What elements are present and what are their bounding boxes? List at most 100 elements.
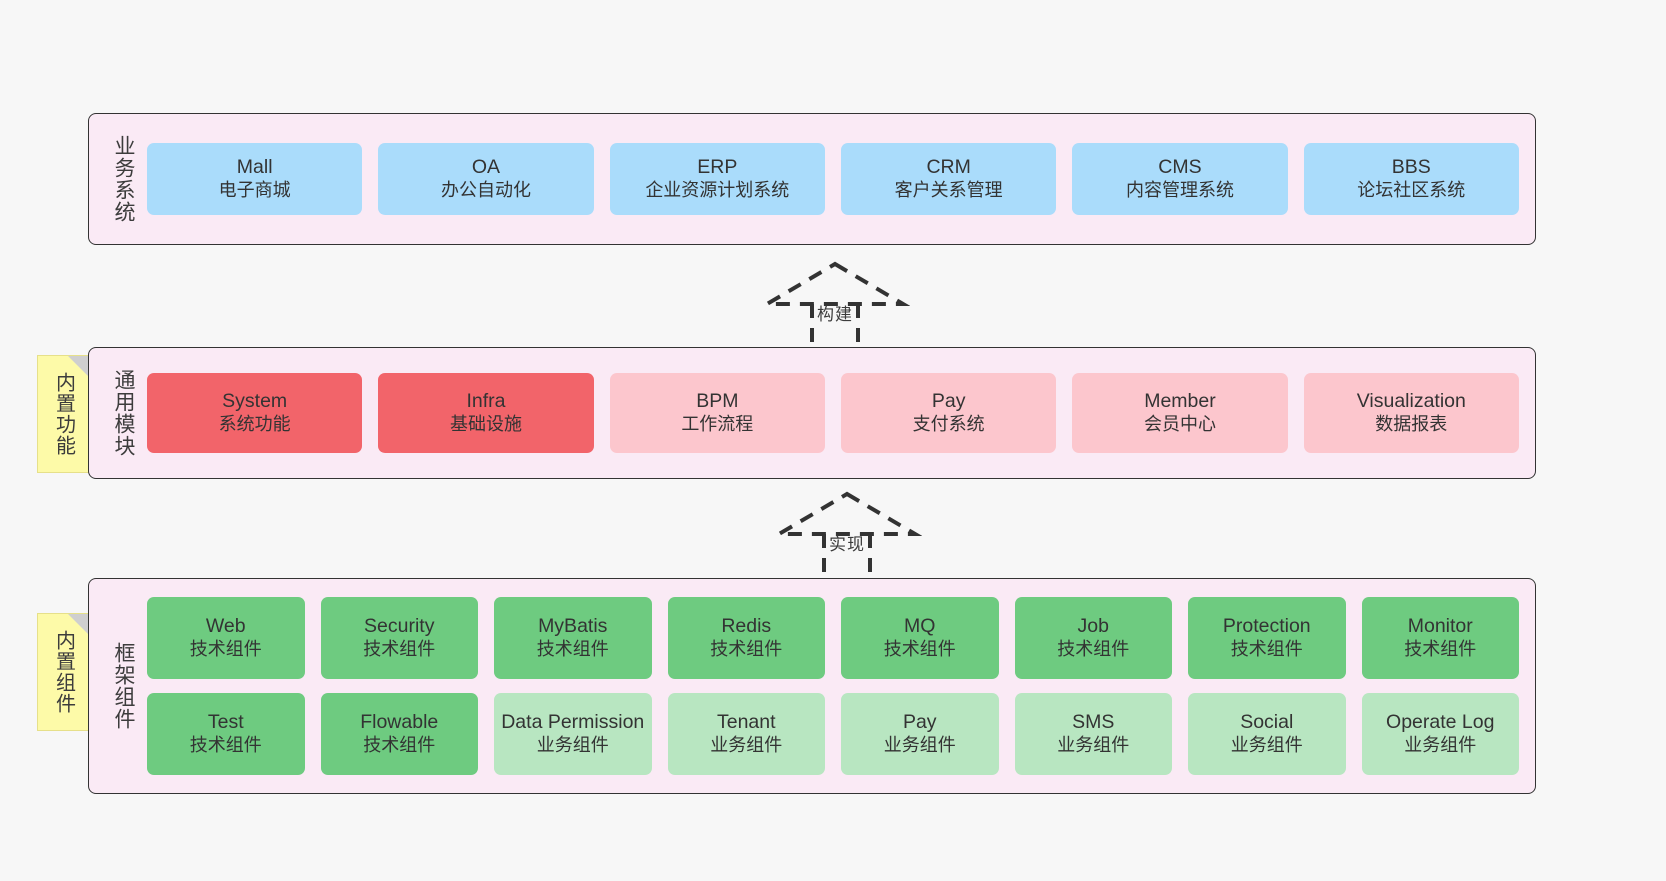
cell-title: SMS xyxy=(1072,711,1115,734)
cell-title: Mall xyxy=(236,156,273,179)
cell-title: Test xyxy=(207,711,244,734)
note-builtin-components: 内置组件 xyxy=(37,613,89,731)
common-cell-system[interactable]: System 系统功能 xyxy=(147,373,363,453)
cell-subtitle: 系统功能 xyxy=(218,414,291,435)
common-cell-bpm[interactable]: BPM 工作流程 xyxy=(609,373,825,453)
business-cell-cms[interactable]: CMS 内容管理系统 xyxy=(1072,143,1288,215)
cell-title: Infra xyxy=(466,390,506,413)
framework-cell-tenant[interactable]: Tenant 业务组件 xyxy=(667,693,825,775)
cell-title: Tenant xyxy=(716,711,776,734)
business-systems-cell-list: Mall 电子商城 OA 办公自动化 ERP 企业资源计划系统 CRM 客户关系… xyxy=(145,143,1521,215)
cell-subtitle: 办公自动化 xyxy=(440,180,531,201)
layer-common-modules: 通用模块 System 系统功能 Infra 基础设施 BPM 工作流程 Pay… xyxy=(88,347,1536,479)
note-builtin-functions: 内置功能 xyxy=(37,355,89,473)
arrow-implement-label: 实现 xyxy=(829,535,865,554)
note-builtin-components-label: 内置组件 xyxy=(52,630,75,714)
cell-subtitle: 技术组件 xyxy=(189,639,262,660)
layer-business-systems: 业务系统 Mall 电子商城 OA 办公自动化 ERP 企业资源计划系统 CRM… xyxy=(88,113,1536,245)
framework-cell-monitor[interactable]: Monitor 技术组件 xyxy=(1361,597,1519,679)
arrow-build: 构建 xyxy=(760,260,910,352)
cell-title: Operate Log xyxy=(1386,711,1495,734)
cell-subtitle: 技术组件 xyxy=(710,639,783,660)
framework-row-tech: Web 技术组件 Security 技术组件 MyBatis 技术组件 Redi… xyxy=(147,597,1519,679)
cell-subtitle: 会员中心 xyxy=(1143,414,1216,435)
cell-title: Web xyxy=(205,615,246,638)
framework-cell-sms[interactable]: SMS 业务组件 xyxy=(1014,693,1172,775)
arrow-implement: 实现 xyxy=(772,490,922,582)
common-modules-cell-list: System 系统功能 Infra 基础设施 BPM 工作流程 Pay 支付系统… xyxy=(145,373,1521,453)
cell-title: OA xyxy=(471,156,501,179)
framework-cell-social[interactable]: Social 业务组件 xyxy=(1188,693,1346,775)
cell-subtitle: 技术组件 xyxy=(1057,639,1130,660)
cell-subtitle: 企业资源计划系统 xyxy=(645,180,790,201)
framework-cell-redis[interactable]: Redis 技术组件 xyxy=(667,597,825,679)
cell-subtitle: 业务组件 xyxy=(1057,735,1130,756)
layer-framework-components-label: 框架组件 xyxy=(112,642,135,730)
cell-title: CMS xyxy=(1158,156,1202,179)
cell-title: Redis xyxy=(721,615,772,638)
framework-cell-protection[interactable]: Protection 技术组件 xyxy=(1188,597,1346,679)
cell-subtitle: 论坛社区系统 xyxy=(1357,180,1466,201)
framework-cell-job[interactable]: Job 技术组件 xyxy=(1014,597,1172,679)
cell-title: Monitor xyxy=(1407,615,1473,638)
business-cell-oa[interactable]: OA 办公自动化 xyxy=(378,143,594,215)
framework-cell-web[interactable]: Web 技术组件 xyxy=(147,597,305,679)
cell-subtitle: 业务组件 xyxy=(1404,735,1477,756)
framework-cell-operate-log[interactable]: Operate Log 业务组件 xyxy=(1361,693,1519,775)
cell-subtitle: 内容管理系统 xyxy=(1125,180,1234,201)
framework-cell-flowable[interactable]: Flowable 技术组件 xyxy=(320,693,478,775)
common-cell-pay[interactable]: Pay 支付系统 xyxy=(840,373,1057,453)
cell-subtitle: 业务组件 xyxy=(1230,735,1303,756)
common-cell-member[interactable]: Member 会员中心 xyxy=(1072,373,1288,453)
cell-subtitle: 业务组件 xyxy=(883,735,956,756)
framework-row-business: Test 技术组件 Flowable 技术组件 Data Permission … xyxy=(147,693,1519,775)
framework-cell-test[interactable]: Test 技术组件 xyxy=(147,693,305,775)
cell-title: MyBatis xyxy=(538,615,608,638)
cell-subtitle: 基础设施 xyxy=(449,414,522,435)
cell-title: Job xyxy=(1077,615,1109,638)
cell-subtitle: 技术组件 xyxy=(1404,639,1477,660)
framework-cell-data-permission[interactable]: Data Permission 业务组件 xyxy=(494,693,652,775)
business-cell-bbs[interactable]: BBS 论坛社区系统 xyxy=(1303,143,1519,215)
cell-title: Social xyxy=(1240,711,1294,734)
business-cell-mall[interactable]: Mall 电子商城 xyxy=(147,143,363,215)
cell-subtitle: 技术组件 xyxy=(363,639,436,660)
cell-title: Data Permission xyxy=(501,711,645,734)
layer-framework-components: 框架组件 Web 技术组件 Security 技术组件 MyBatis 技术组件… xyxy=(88,578,1536,794)
cell-title: Protection xyxy=(1222,615,1311,638)
cell-subtitle: 技术组件 xyxy=(189,735,262,756)
common-cell-infra[interactable]: Infra 基础设施 xyxy=(378,373,594,453)
note-builtin-functions-label: 内置功能 xyxy=(52,372,75,456)
layer-business-systems-label: 业务系统 xyxy=(112,135,135,223)
arrow-build-label: 构建 xyxy=(817,305,853,324)
layer-common-modules-label: 通用模块 xyxy=(112,369,135,457)
cell-title: Visualization xyxy=(1356,390,1466,413)
business-cell-erp[interactable]: ERP 企业资源计划系统 xyxy=(609,143,825,215)
cell-subtitle: 业务组件 xyxy=(536,735,609,756)
cell-title: Flowable xyxy=(360,711,439,734)
cell-subtitle: 数据报表 xyxy=(1375,414,1448,435)
cell-title: Security xyxy=(364,615,435,638)
cell-title: Pay xyxy=(902,711,937,734)
cell-subtitle: 支付系统 xyxy=(912,414,985,435)
cell-title: System xyxy=(222,390,288,413)
cell-subtitle: 技术组件 xyxy=(883,639,956,660)
cell-title: MQ xyxy=(904,615,936,638)
framework-cell-security[interactable]: Security 技术组件 xyxy=(320,597,478,679)
cell-subtitle: 技术组件 xyxy=(536,639,609,660)
cell-title: BBS xyxy=(1391,156,1431,179)
cell-subtitle: 技术组件 xyxy=(363,735,436,756)
cell-subtitle: 工作流程 xyxy=(681,414,754,435)
framework-cell-pay[interactable]: Pay 业务组件 xyxy=(841,693,999,775)
cell-title: Pay xyxy=(931,390,966,413)
cell-title: CRM xyxy=(926,156,971,179)
framework-components-cell-list: Web 技术组件 Security 技术组件 MyBatis 技术组件 Redi… xyxy=(145,597,1521,775)
cell-title: ERP xyxy=(697,156,738,179)
business-cell-crm[interactable]: CRM 客户关系管理 xyxy=(840,143,1057,215)
framework-cell-mq[interactable]: MQ 技术组件 xyxy=(841,597,999,679)
cell-title: BPM xyxy=(696,390,739,413)
common-cell-visualization[interactable]: Visualization 数据报表 xyxy=(1303,373,1519,453)
cell-subtitle: 电子商城 xyxy=(218,180,291,201)
framework-cell-mybatis[interactable]: MyBatis 技术组件 xyxy=(494,597,652,679)
